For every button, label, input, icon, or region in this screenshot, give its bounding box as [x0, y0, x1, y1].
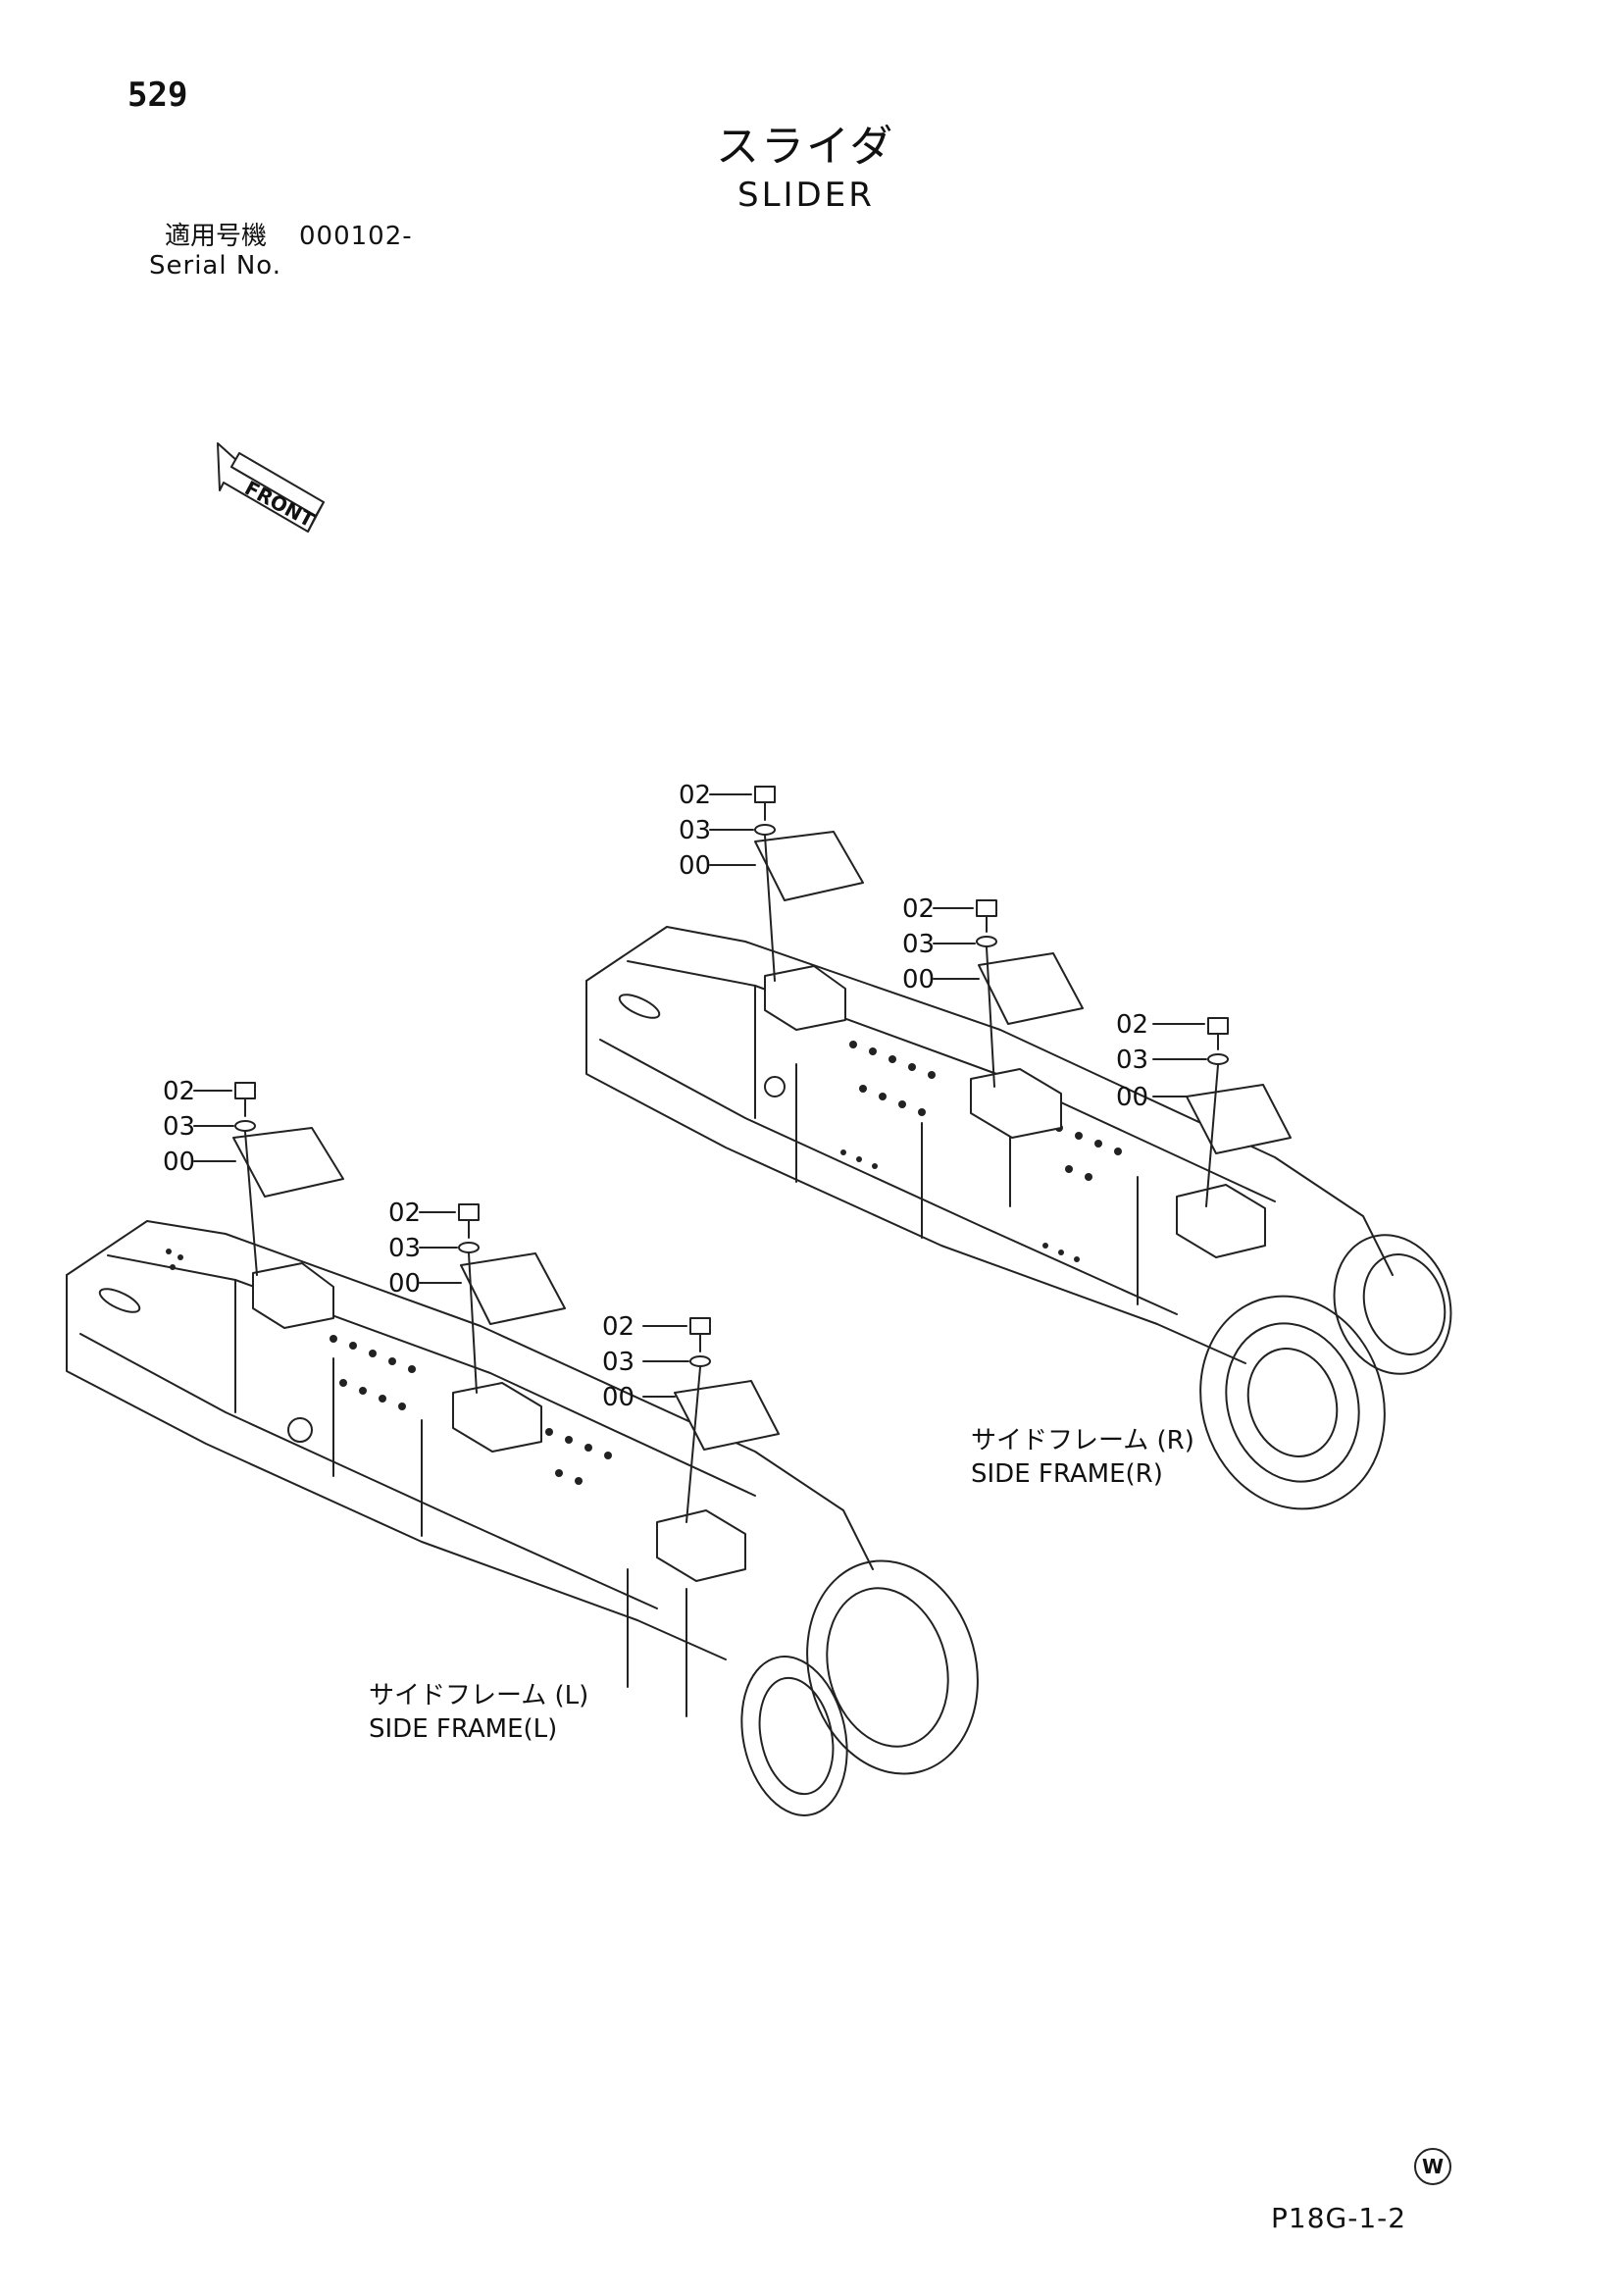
- page-title-japanese: スライダ: [716, 122, 895, 172]
- serial-number-value: 000102-: [299, 222, 413, 251]
- callout-washer: 03: [602, 1348, 635, 1377]
- callout-washer: 03: [902, 930, 936, 959]
- callout-slider: 00: [163, 1148, 196, 1177]
- callout-slider: 00: [388, 1269, 422, 1299]
- callout-washer: 03: [1116, 1046, 1149, 1075]
- side-frame-left-label: SIDE FRAME(L): [369, 1714, 558, 1744]
- callout-slider: 00: [902, 965, 936, 995]
- serial-label: Serial No.: [149, 251, 281, 281]
- callout-slider: 00: [679, 851, 712, 881]
- serial-label-japanese: 適用号機: [165, 222, 268, 251]
- side-frame-right-label: SIDE FRAME(R): [971, 1459, 1163, 1489]
- callout-slider: 00: [1116, 1083, 1149, 1112]
- side-frame-right-label-japanese: サイドフレーム (R): [971, 1426, 1194, 1455]
- callout-washer: 03: [163, 1112, 196, 1142]
- page-code: P18G-1-2: [1271, 2202, 1407, 2234]
- callout-washer: 03: [679, 816, 712, 845]
- page-number: 529: [127, 76, 188, 115]
- callout-bolt: 02: [163, 1077, 196, 1106]
- manufacturer-mark-icon: W: [1414, 2148, 1451, 2185]
- page-title: SLIDER: [737, 176, 875, 215]
- callout-bolt: 02: [1116, 1010, 1149, 1040]
- front-arrow-icon: FRONT: [217, 442, 325, 533]
- callout-bolt: 02: [679, 781, 712, 810]
- callout-bolt: 02: [602, 1312, 635, 1342]
- side-frame-left-label-japanese: サイドフレーム (L): [369, 1681, 589, 1710]
- side-frame-right: [585, 786, 1452, 1510]
- callout-slider: 00: [602, 1383, 635, 1412]
- side-frame-left: [66, 1082, 979, 1816]
- callout-bolt: 02: [902, 894, 936, 924]
- callout-washer: 03: [388, 1234, 422, 1263]
- callout-bolt: 02: [388, 1199, 422, 1228]
